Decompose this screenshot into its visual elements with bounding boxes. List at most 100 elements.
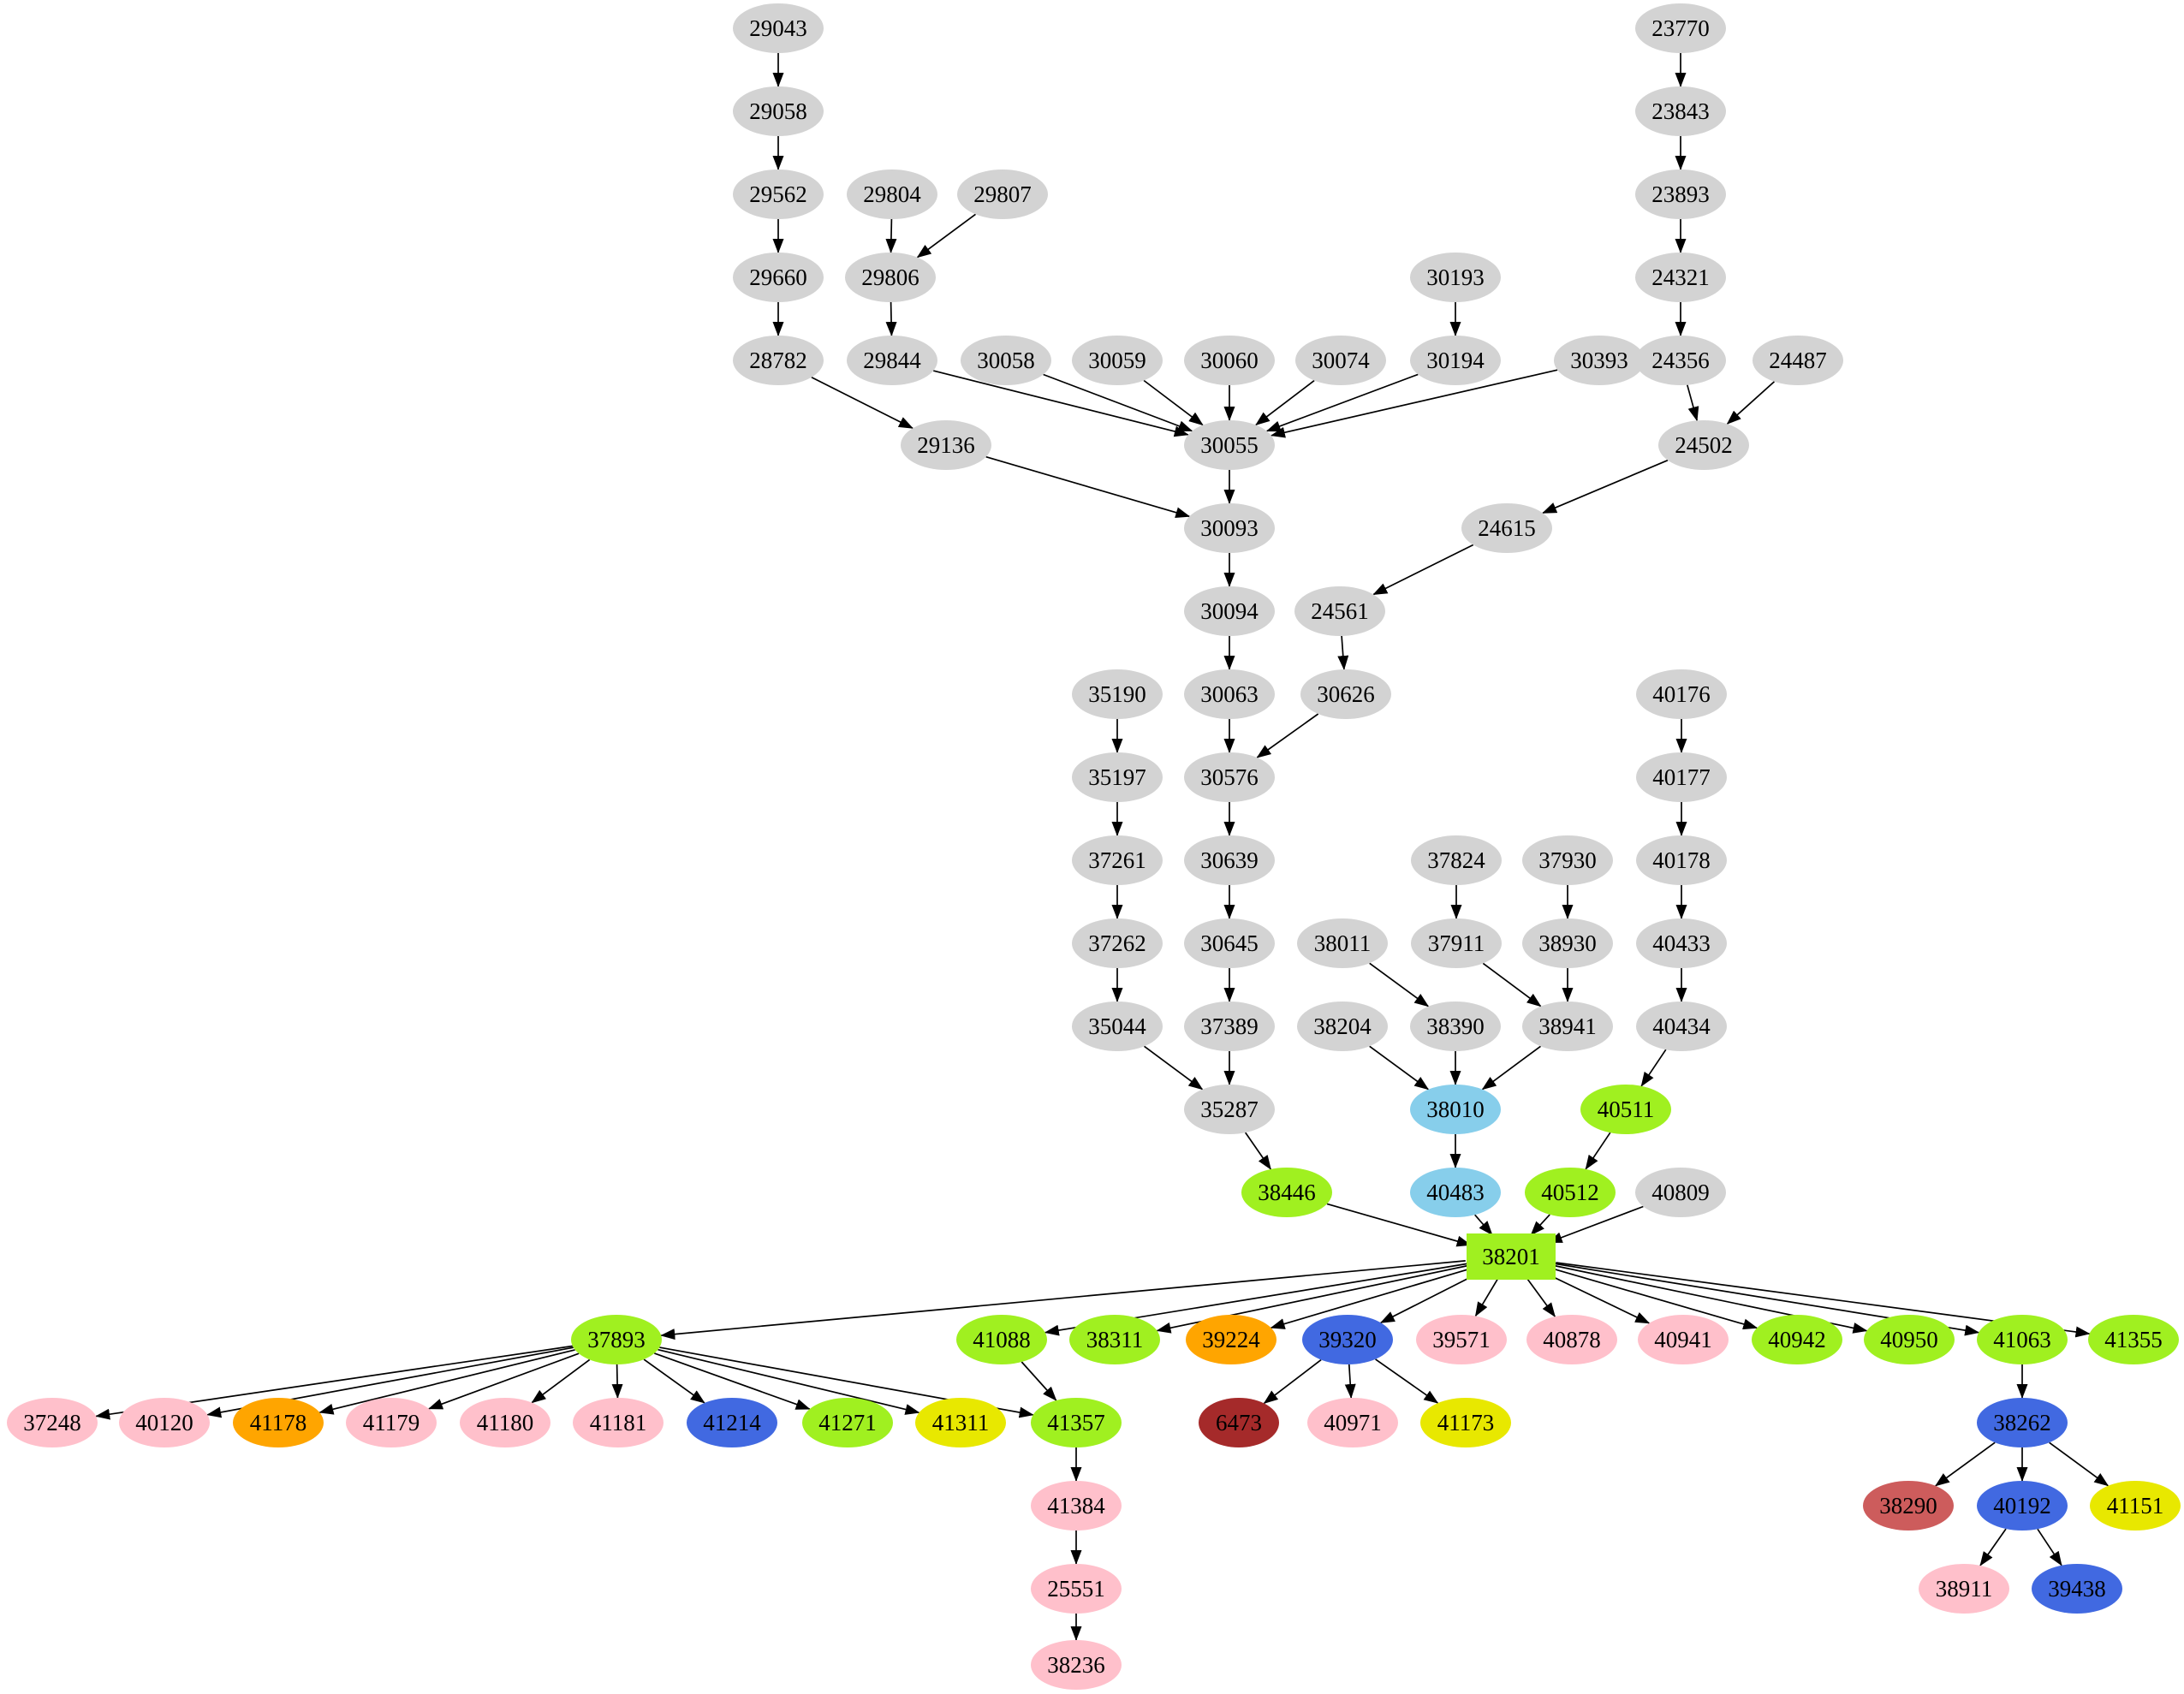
node-label-38446: 38446 [1258,1180,1316,1205]
node-label-29660: 29660 [749,265,807,290]
node-label-30063: 30063 [1200,681,1259,707]
node-label-35190: 35190 [1088,681,1146,707]
node-label-29807: 29807 [973,181,1032,207]
node-shape-30645 [1184,918,1275,968]
node-label-30194: 30194 [1426,348,1485,373]
node-label-37893: 37893 [587,1327,646,1352]
node-40809: 40809 [1635,1168,1726,1217]
node-shape-40120 [119,1398,210,1447]
node-label-38290: 38290 [1879,1493,1937,1519]
node-label-41384: 41384 [1047,1493,1105,1519]
node-shape-30194 [1410,336,1501,385]
node-label-40950: 40950 [1880,1327,1938,1352]
node-38446: 38446 [1241,1168,1332,1217]
node-label-41214: 41214 [703,1410,761,1435]
edge-24487-24502 [1726,381,1776,425]
node-shape-41179 [346,1398,437,1447]
node-shape-37911 [1411,918,1502,968]
edge-41088-41357 [1021,1361,1057,1401]
node-shape-29058 [733,86,824,136]
edge-39320-40971 [1344,1364,1356,1399]
edge-38262-41151 [2049,1441,2110,1487]
node-label-23770: 23770 [1651,15,1710,41]
node-label-39320: 39320 [1318,1327,1377,1352]
node-label-38201: 38201 [1482,1244,1540,1269]
node-30058: 30058 [961,336,1051,385]
node-38201: 38201 [1467,1233,1556,1280]
node-shape-24502 [1658,420,1749,470]
node-shape-41214 [687,1398,777,1447]
node-shape-38011 [1297,918,1388,968]
edge-38262-38290 [1934,1441,1996,1487]
node-41179: 41179 [346,1398,437,1447]
node-35197: 35197 [1072,752,1163,802]
node-29804: 29804 [847,169,937,219]
node-label-40192: 40192 [1993,1493,2051,1519]
node-shape-40950 [1864,1315,1955,1364]
edge-37893-41181 [611,1364,623,1399]
node-label-39571: 39571 [1432,1327,1491,1352]
node-shape-24561 [1294,586,1385,636]
node-39320: 39320 [1302,1315,1393,1364]
node-41151: 41151 [2090,1481,2181,1531]
edge-38446-38201 [1326,1203,1472,1247]
node-label-40942: 40942 [1768,1327,1826,1352]
edge-38201-39224 [1270,1268,1472,1329]
node-shape-30393 [1554,336,1645,385]
node-24561: 24561 [1294,586,1385,636]
node-shape-30626 [1300,669,1391,719]
node-shape-41384 [1031,1481,1122,1531]
node-shape-25551 [1031,1564,1122,1614]
node-label-38941: 38941 [1538,1013,1597,1039]
edge-40192-39438 [2037,1528,2062,1566]
edge-38204-38010 [1369,1045,1430,1091]
node-label-30576: 30576 [1200,764,1259,790]
node-shape-40433 [1636,918,1727,968]
node-shape-39224 [1186,1315,1276,1364]
node-label-41311: 41311 [932,1410,990,1435]
edges-layer [95,53,2110,1641]
node-40434: 40434 [1636,1002,1727,1051]
node-label-24356: 24356 [1651,348,1710,373]
node-24502: 24502 [1658,420,1749,470]
node-label-41063: 41063 [1993,1327,2051,1352]
node-label-24321: 24321 [1651,265,1710,290]
node-30645: 30645 [1184,918,1275,968]
node-35190: 35190 [1072,669,1163,719]
node-41063: 41063 [1977,1315,2068,1364]
node-shape-41357 [1031,1398,1122,1447]
node-label-6473: 6473 [1216,1410,1262,1435]
node-label-37248: 37248 [23,1410,81,1435]
node-25551: 25551 [1031,1564,1122,1614]
node-shape-40809 [1635,1168,1726,1217]
node-shape-29844 [847,336,937,385]
edge-30194-30055 [1265,373,1419,432]
node-label-38911: 38911 [1936,1576,1993,1602]
node-40483: 40483 [1410,1168,1501,1217]
node-label-30094: 30094 [1200,598,1259,624]
node-35287: 35287 [1184,1085,1275,1134]
node-label-39224: 39224 [1202,1327,1260,1352]
node-30626: 30626 [1300,669,1391,719]
node-label-30639: 30639 [1200,847,1259,873]
node-37248: 37248 [7,1398,98,1447]
node-40511: 40511 [1580,1085,1671,1134]
node-label-38204: 38204 [1313,1013,1372,1039]
node-shape-38446 [1241,1168,1332,1217]
node-label-23893: 23893 [1651,181,1710,207]
node-shape-30074 [1295,336,1386,385]
node-shape-23770 [1635,3,1726,53]
edge-38201-39320 [1379,1272,1479,1324]
node-30639: 30639 [1184,835,1275,885]
node-label-40177: 40177 [1652,764,1711,790]
node-shape-30639 [1184,835,1275,885]
node-23770: 23770 [1635,3,1726,53]
node-label-37262: 37262 [1088,930,1146,956]
node-label-29136: 29136 [917,432,975,458]
edge-39320-41173 [1375,1358,1439,1404]
node-shape-37389 [1184,1002,1275,1051]
node-30074: 30074 [1295,336,1386,385]
node-shape-40192 [1977,1481,2068,1531]
node-38911: 38911 [1919,1564,2009,1614]
node-label-41151: 41151 [2107,1493,2164,1519]
